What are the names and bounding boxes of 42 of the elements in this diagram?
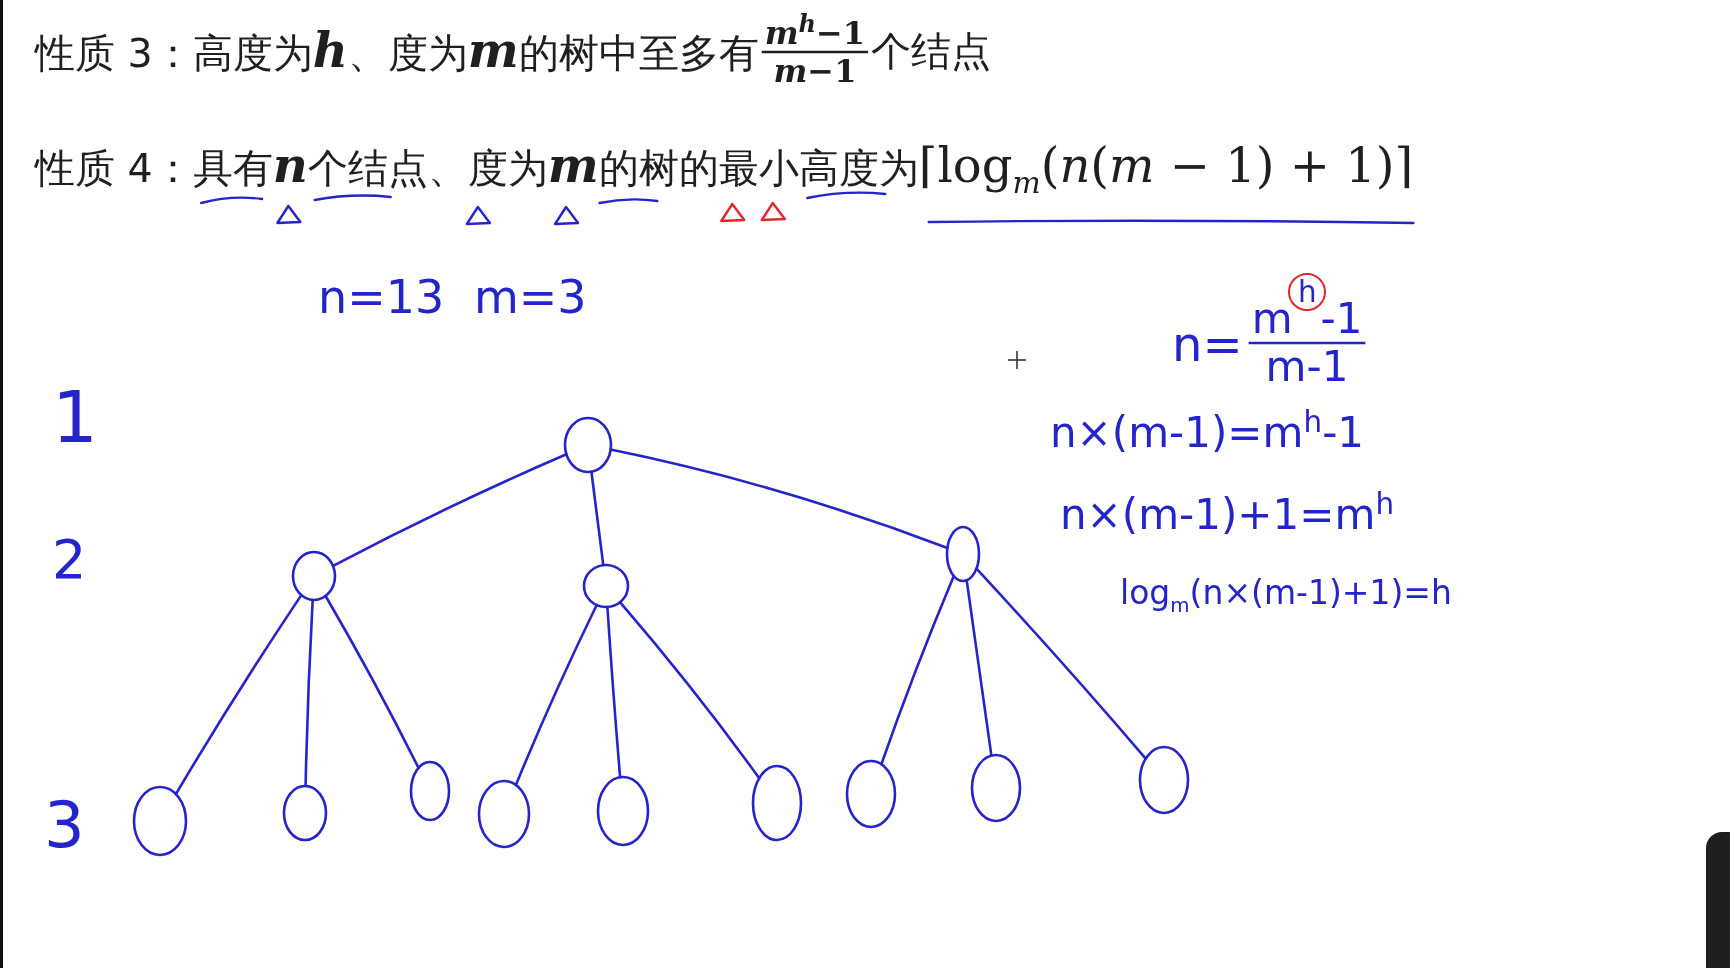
handwritten-formula: n×(m-1)+1=m$^{h}$	[1060, 490, 1395, 539]
property-text: 性质 3：高度为h、度为m的树中至多有	[35, 25, 759, 79]
level-number: 3	[44, 790, 85, 861]
tree-edge	[880, 574, 956, 766]
handwritten-note: n=13	[318, 272, 445, 323]
denominator-text: m-1	[1265, 346, 1349, 388]
tree-node	[845, 759, 897, 829]
tree-edge	[975, 567, 1147, 760]
property-text: 个结点	[871, 27, 992, 77]
tree-edge	[514, 603, 598, 787]
handwritten-formula: n=	[1172, 318, 1243, 371]
numerator-text: m$^{h}$−1	[764, 12, 866, 49]
tree-edge	[304, 598, 314, 788]
tree-edge	[606, 605, 622, 779]
tree-node	[409, 760, 451, 822]
tree-edge	[590, 470, 605, 567]
tree-node	[596, 775, 650, 847]
handwritten-formula: n×(m-1)=m$^{h}$-1	[1050, 408, 1364, 457]
tree-edge	[965, 579, 993, 757]
tree-node	[563, 416, 613, 474]
level-number: 2	[52, 530, 87, 590]
formula-text: ⌈log$_{m}$(n(m − 1) + 1)⌉	[918, 136, 1414, 198]
handwritten-formula: log$_{m}$(n×(m-1)+1)=h	[1120, 575, 1452, 616]
tree-edge	[609, 448, 949, 550]
tree-node	[477, 779, 531, 849]
tree-node	[751, 764, 803, 842]
numerator-text: m$^{h}$-1	[1251, 273, 1363, 340]
tree-edge	[324, 594, 420, 770]
tree-node	[282, 784, 328, 842]
tree-node	[132, 785, 188, 857]
level-number: 1	[52, 378, 98, 458]
tree-node	[970, 753, 1022, 823]
denominator-text: m−1	[773, 55, 857, 87]
handwritten-note: m=3	[474, 272, 587, 323]
property-text: 性质 4：具有n个结点、度为m的树的最小高度为	[35, 140, 919, 194]
tree-node	[945, 525, 981, 583]
tree-node	[1138, 745, 1190, 815]
tree-edge	[331, 453, 568, 568]
tree-node	[291, 550, 337, 602]
tree-node	[582, 563, 630, 609]
tree-edge	[618, 600, 761, 780]
tree-edge	[174, 593, 303, 796]
